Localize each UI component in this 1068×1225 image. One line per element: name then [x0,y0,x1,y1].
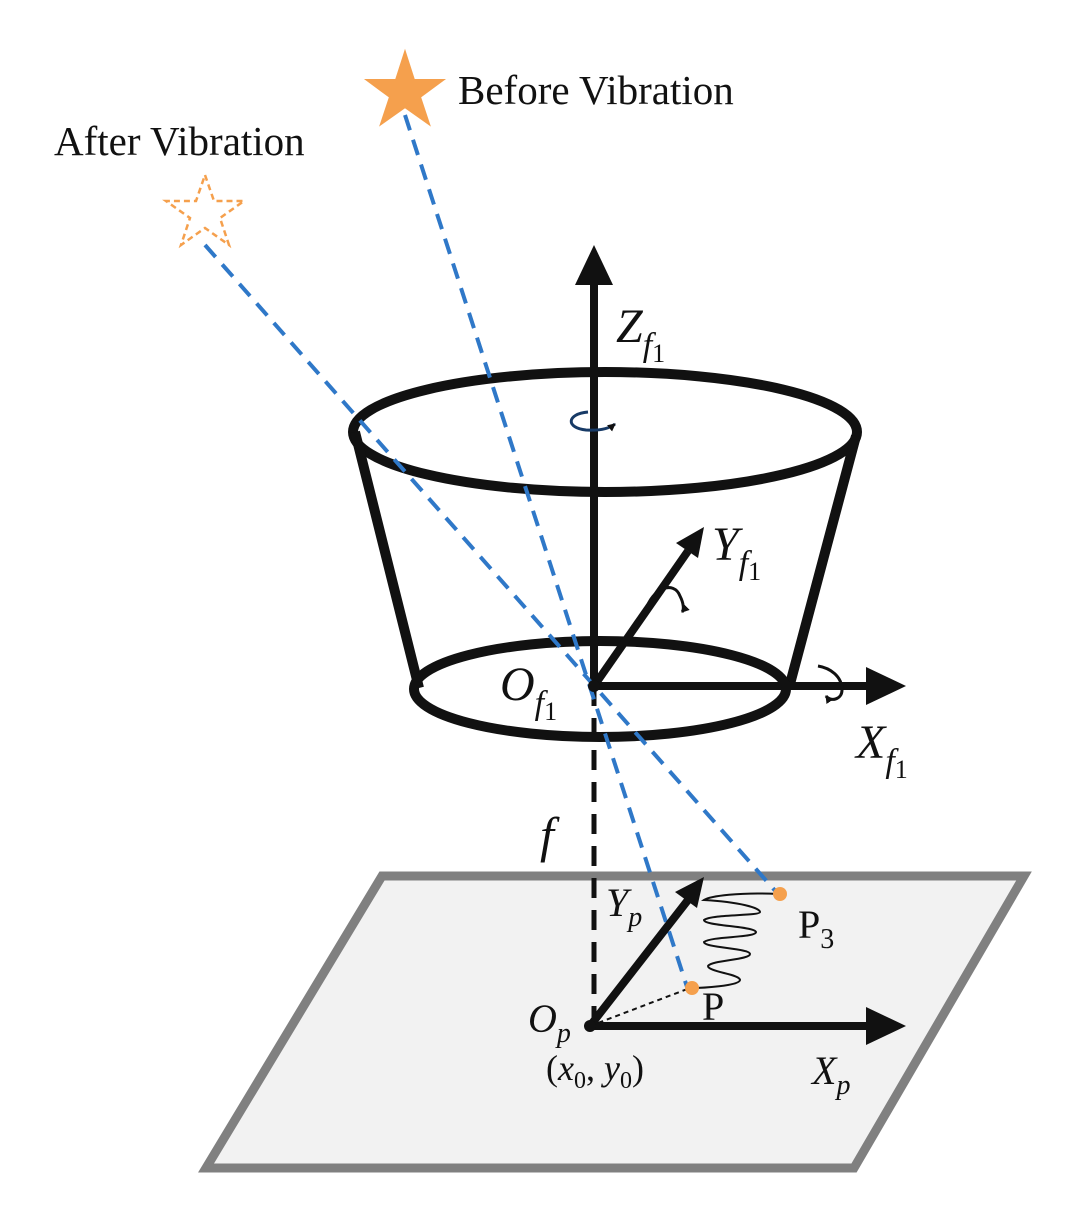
ray-before [403,114,690,991]
ray-after [203,243,780,896]
plane-y-axis-label: Yp [606,880,642,933]
p3-point-label: P3 [798,902,834,955]
plane-origin-label: Op [528,996,571,1049]
p3-point-dot [773,887,787,901]
y-axis-label: Yf1 [712,518,761,586]
origin-plane-dot [584,1020,596,1032]
y-axis-arrowhead [676,527,704,558]
p-point-dot [685,981,699,995]
lens-right-edge [785,434,861,686]
y-axis [590,548,692,689]
filled-star-icon [363,48,447,127]
plane-y-axis-arrowhead [675,877,704,908]
vibration-trajectory [691,892,779,989]
plane-y-axis [586,897,692,1029]
origin-lens-dot [588,680,600,692]
after-vibration-label: After Vibration [54,118,305,164]
dashed-star-icon [162,171,248,249]
x-axis-arrowhead [866,667,906,705]
focal-length-label: f [540,807,560,863]
lens-body [348,367,862,742]
before-vibration-label: Before Vibration [458,67,734,113]
lens-left-edge [350,430,424,690]
plane-x-axis-arrowhead [866,1007,906,1045]
p-point-label: P [702,984,724,1029]
lens-top-ellipse [348,367,862,497]
rotation-arrow-icon [569,410,616,432]
plane-x-axis-label: Xp [810,1048,850,1101]
origin-coordinates-label: (x0, y0) [546,1048,644,1094]
lens-origin-label: Of1 [500,658,557,726]
x-axis-label: Xf1 [854,716,908,784]
rotation-arrow-icon [644,586,690,614]
z-axis-label: Zf1 [616,300,665,368]
z-axis-arrowhead [575,245,613,285]
rotation-arrow-icon [817,664,844,705]
